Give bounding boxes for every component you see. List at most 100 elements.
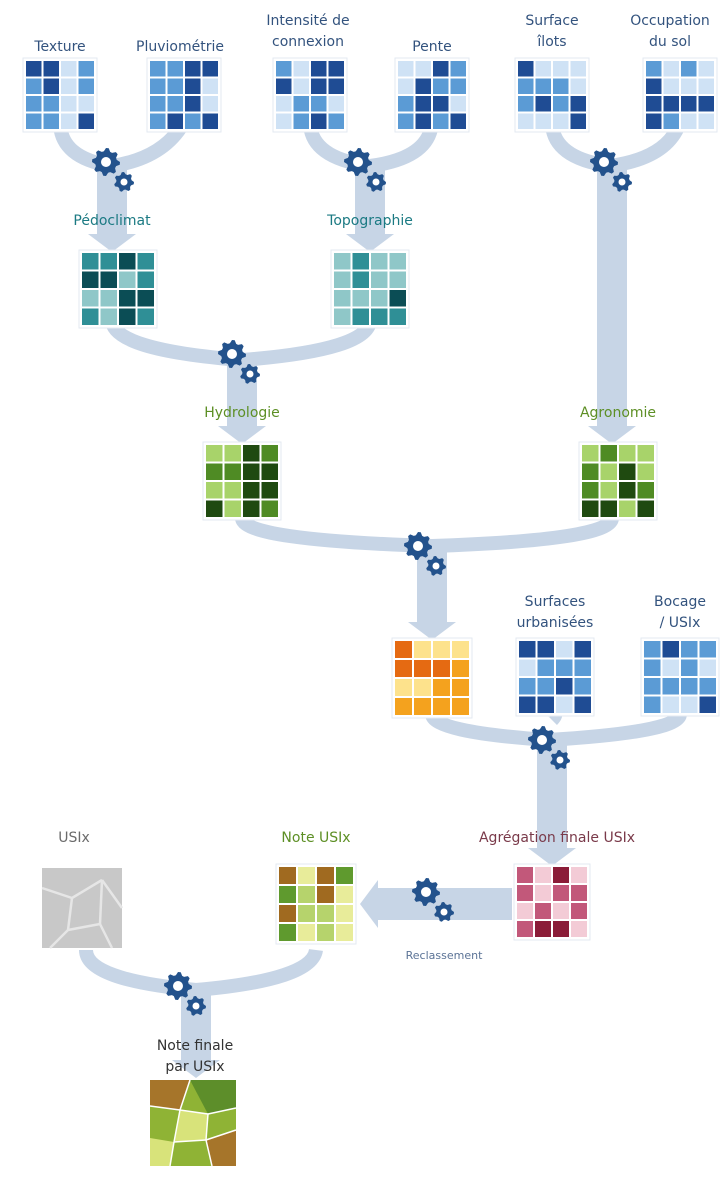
tile-cell [26, 61, 42, 77]
tile-cell [202, 78, 218, 94]
tile-cell [646, 96, 662, 112]
tile-cell [371, 253, 388, 270]
tile-cell [328, 96, 344, 112]
tile-cell [336, 886, 353, 903]
label-usix: USIx [58, 830, 90, 846]
tile-cell [646, 61, 662, 77]
tile-cell [450, 78, 466, 94]
tile-cell [582, 482, 599, 499]
label-surfaces-urbanisees: Surfaces urbanisées [516, 594, 594, 631]
tile-cell [535, 61, 551, 77]
tile-cell [600, 463, 617, 480]
tile-intermediate [391, 637, 473, 719]
tile-cell [224, 482, 241, 499]
tile-cell [185, 61, 201, 77]
tile-cell [535, 96, 551, 112]
tile-cell [535, 78, 551, 94]
tile-pente [394, 57, 470, 133]
tile-cell [293, 61, 309, 77]
tile-cell [519, 696, 536, 713]
tile-cell [82, 290, 99, 307]
tile-cell [317, 867, 334, 884]
tile-cell [167, 61, 183, 77]
tile-surfaces-urbanisees [515, 637, 595, 717]
arrow-head-note-finale [172, 1060, 220, 1078]
tile-cell [553, 113, 569, 129]
tile-bocage-usix [640, 637, 720, 717]
tile-cell [398, 96, 414, 112]
tile-cell [414, 698, 431, 715]
tile-cell [698, 96, 714, 112]
tile-cell [452, 679, 469, 696]
tile-cell [519, 678, 536, 695]
label-occupation-sol: Occupation du sol [630, 13, 710, 50]
tile-cell [574, 641, 591, 658]
tile-note-usix [275, 863, 357, 945]
tile-note-finale [149, 1079, 237, 1167]
tile-cell [662, 659, 679, 676]
tile-cell [681, 113, 697, 129]
tile-cell [202, 61, 218, 77]
tile-cell [317, 905, 334, 922]
tile-cell [137, 290, 154, 307]
tile-cell [119, 271, 136, 288]
tile-cell [119, 290, 136, 307]
arrow-head-topographie [346, 234, 394, 252]
tile-cell [311, 113, 327, 129]
tile-cell [26, 113, 42, 129]
tile-cell [553, 61, 569, 77]
tile-cell [681, 78, 697, 94]
tile-cell [582, 445, 599, 462]
tile-cell [206, 500, 223, 517]
tile-cell [571, 903, 587, 919]
tile-occupation [642, 57, 718, 133]
tile-cell [553, 96, 569, 112]
tile-cell [415, 78, 431, 94]
tile-cell [119, 253, 136, 270]
tile-cell [100, 271, 117, 288]
tile-cell [644, 678, 661, 695]
tile-cell [298, 886, 315, 903]
tile-cell [352, 271, 369, 288]
tile-cell [317, 924, 334, 941]
tile-texture [22, 57, 98, 133]
arrow-head-agronomie [588, 426, 636, 444]
tile-cell [328, 113, 344, 129]
tile-pluviometrie [146, 57, 222, 133]
tile-cell [311, 96, 327, 112]
tile-cell [100, 308, 117, 325]
gear-icon-pedoclimat [92, 148, 134, 192]
tile-cell [415, 113, 431, 129]
label-pluviometrie: Pluviométrie [136, 39, 224, 55]
tile-cell [224, 500, 241, 517]
tile-cell [61, 61, 77, 77]
arrow-head-reclassement [360, 880, 378, 928]
tile-cell [317, 886, 334, 903]
tile-cell [243, 500, 260, 517]
tile-cell [414, 679, 431, 696]
arrow-head-central [408, 622, 456, 640]
tile-cell [644, 659, 661, 676]
tile-cell [537, 659, 554, 676]
tile-cell [662, 641, 679, 658]
tile-cell [582, 500, 599, 517]
tile-cell [279, 905, 296, 922]
tile-cell [570, 78, 586, 94]
tile-cell [61, 78, 77, 94]
label-pedoclimat: Pédoclimat [73, 213, 151, 229]
tile-cell [518, 113, 534, 129]
tile-cell [517, 885, 533, 901]
tile-cell [681, 96, 697, 112]
tile-cell [663, 61, 679, 77]
tile-cell [371, 290, 388, 307]
arrow-head-final [528, 848, 576, 866]
tile-cell [398, 78, 414, 94]
tile-cell [276, 78, 292, 94]
tile-cell [395, 679, 412, 696]
tile-cell [279, 867, 296, 884]
tile-cell [61, 113, 77, 129]
tile-cell [519, 641, 536, 658]
tile-cell [556, 696, 573, 713]
tile-cell [619, 482, 636, 499]
